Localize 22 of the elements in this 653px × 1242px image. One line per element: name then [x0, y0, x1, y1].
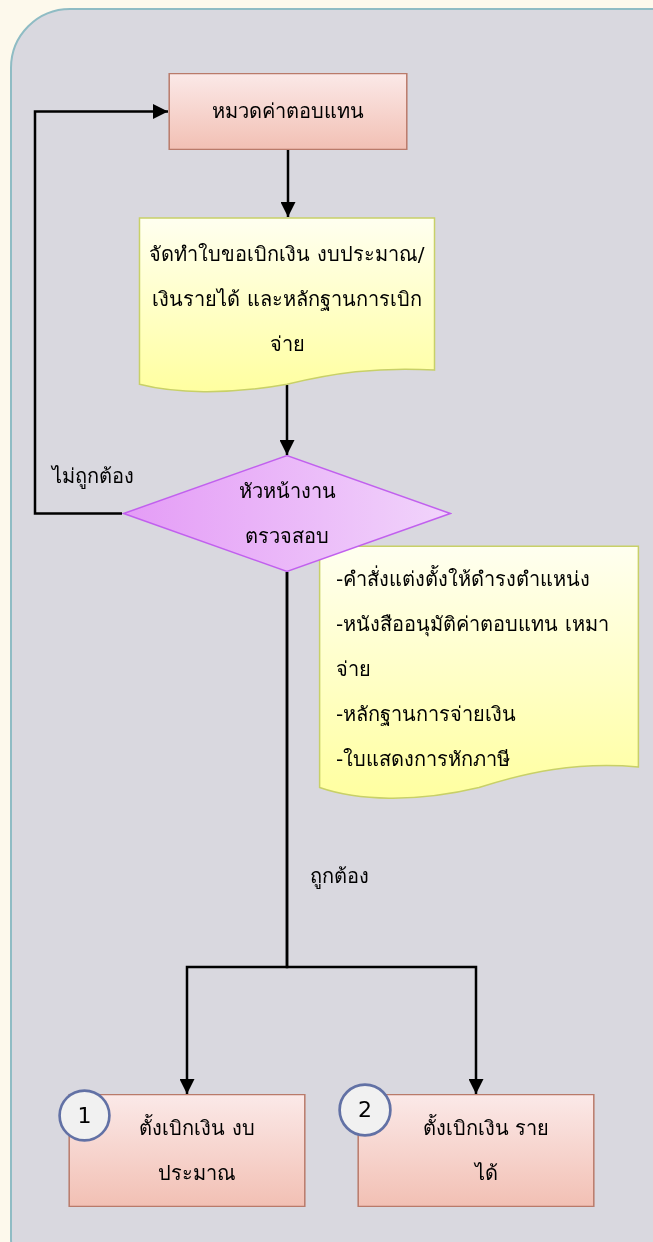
- edge-label: ไม่ถูกต้อง: [50, 462, 136, 490]
- list-item: -หลักฐานการจ่ายเงิน: [336, 701, 518, 728]
- process-box: [68, 1094, 306, 1207]
- node-text: ตั้งเบิกเงิน งบประมาณ: [138, 1113, 256, 1187]
- process-box: [168, 73, 408, 150]
- node-text: หมวดค่าตอบแทน: [211, 98, 365, 125]
- list-item: -คำสั่งแต่งตั้งให้ดำรงตำแหน่ง: [336, 564, 592, 593]
- step-number: 1: [77, 1102, 92, 1129]
- number-circle: [58, 1089, 111, 1142]
- process-box: [357, 1094, 595, 1207]
- step-number: 2: [358, 1097, 372, 1123]
- arrow: [279, 385, 295, 455]
- list-item: -หนังสืออนุมัติค่าตอบแทน เหมาจ่าย: [336, 611, 610, 683]
- node-text: หัวหน้างาน ตรวจสอบ: [237, 477, 337, 550]
- node-text: จัดทำใบขอเบิกเงิน งบประมาณ/เงินรายได้ และหลักฐานการเบิกจ่าย: [148, 240, 426, 358]
- list-item: -ใบแสดงการหักภาษี: [336, 746, 512, 773]
- document-shape: [138, 217, 436, 395]
- node-text: ตั้งเบิกเงิน รายได้: [421, 1113, 551, 1187]
- arrow: [285, 572, 484, 1094]
- arrow: [33, 104, 168, 515]
- arrow: [280, 150, 296, 217]
- number-circle: [338, 1083, 392, 1137]
